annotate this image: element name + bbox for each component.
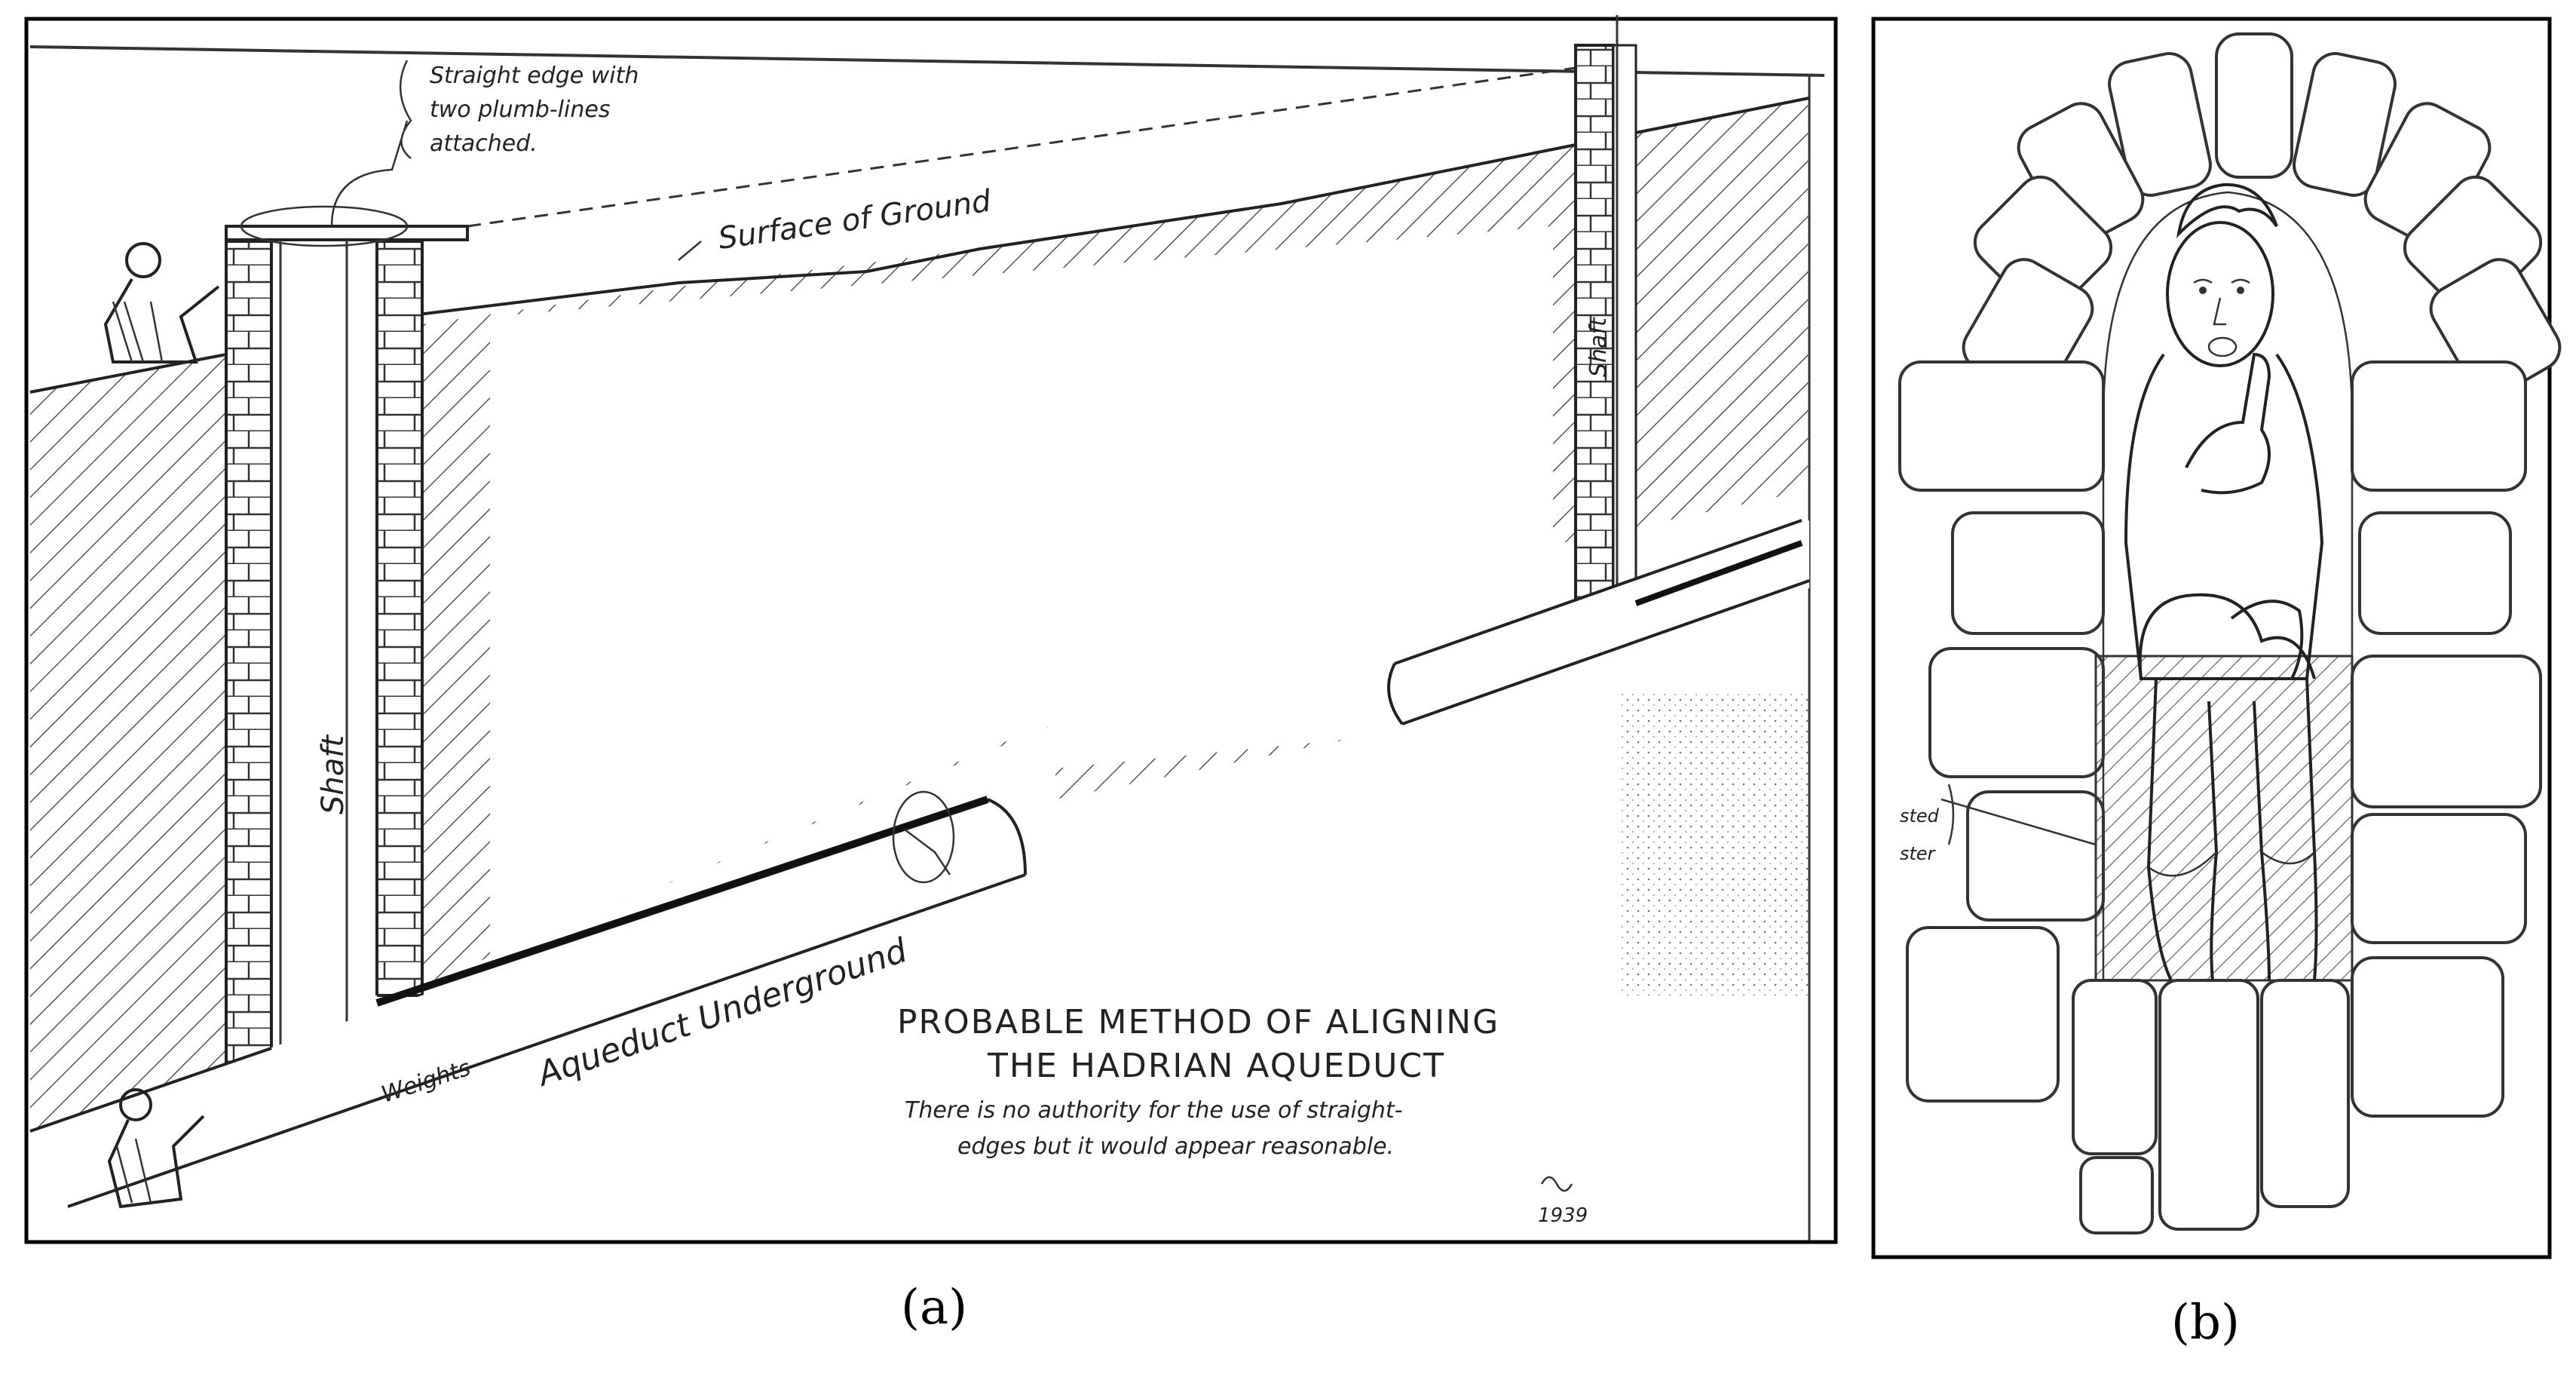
jamb-stones bbox=[1898, 360, 2542, 1118]
aqueduct-tunnel bbox=[29, 796, 1027, 1222]
leader-straight-edge bbox=[330, 60, 412, 227]
niche-base-hatch bbox=[2094, 655, 2354, 982]
right-tunnel bbox=[1387, 519, 1810, 725]
title-line-1: PROBABLE METHOD OF ALIGNING bbox=[897, 1003, 1499, 1041]
caption-b: (b) bbox=[2171, 1295, 2240, 1351]
top-rule bbox=[29, 45, 1825, 77]
surveyor-bottom-figure bbox=[107, 1088, 205, 1209]
side-brace bbox=[1947, 784, 1955, 845]
sight-line bbox=[467, 66, 1576, 228]
open-section bbox=[490, 226, 1553, 958]
note-line-2: edges but it would appear reasonable. bbox=[957, 1133, 1394, 1160]
worker-in-tunnel-figure bbox=[892, 790, 955, 884]
label-straight-edge-1: Straight edge with bbox=[430, 63, 639, 89]
left-shaft bbox=[225, 205, 469, 1124]
title-line-2: THE HADRIAN AQUEDUCT bbox=[987, 1047, 1445, 1085]
seated-figure bbox=[2124, 182, 2324, 981]
note-line-1: There is no authority for the use of str… bbox=[905, 1097, 1403, 1124]
signature-mark bbox=[1540, 1176, 1573, 1192]
side-label-1: sted bbox=[1900, 805, 1940, 827]
leader-surface bbox=[678, 241, 702, 261]
panel-a: Shaft Aqueduct Underground Weights Shaft bbox=[24, 15, 1838, 1244]
right-shaft bbox=[1574, 15, 1637, 603]
niche-outline bbox=[2102, 191, 2354, 980]
label-straight-edge-2: two plumb-lines bbox=[430, 97, 610, 123]
surveyor-top-figure bbox=[103, 242, 220, 363]
side-label-2: ster bbox=[1900, 843, 1937, 864]
label-shaft-left: Shaft bbox=[316, 735, 351, 814]
speckle-texture bbox=[1621, 694, 1809, 995]
caption-a: (a) bbox=[901, 1280, 967, 1336]
floor-stones bbox=[2072, 979, 2350, 1234]
side-leader bbox=[1940, 798, 2097, 846]
label-shaft-right: Shaft bbox=[1585, 317, 1612, 377]
signature-year: 1939 bbox=[1538, 1204, 1588, 1227]
panel-b: sted ster bbox=[1871, 17, 2562, 1259]
label-straight-edge-3: attached. bbox=[430, 130, 538, 157]
